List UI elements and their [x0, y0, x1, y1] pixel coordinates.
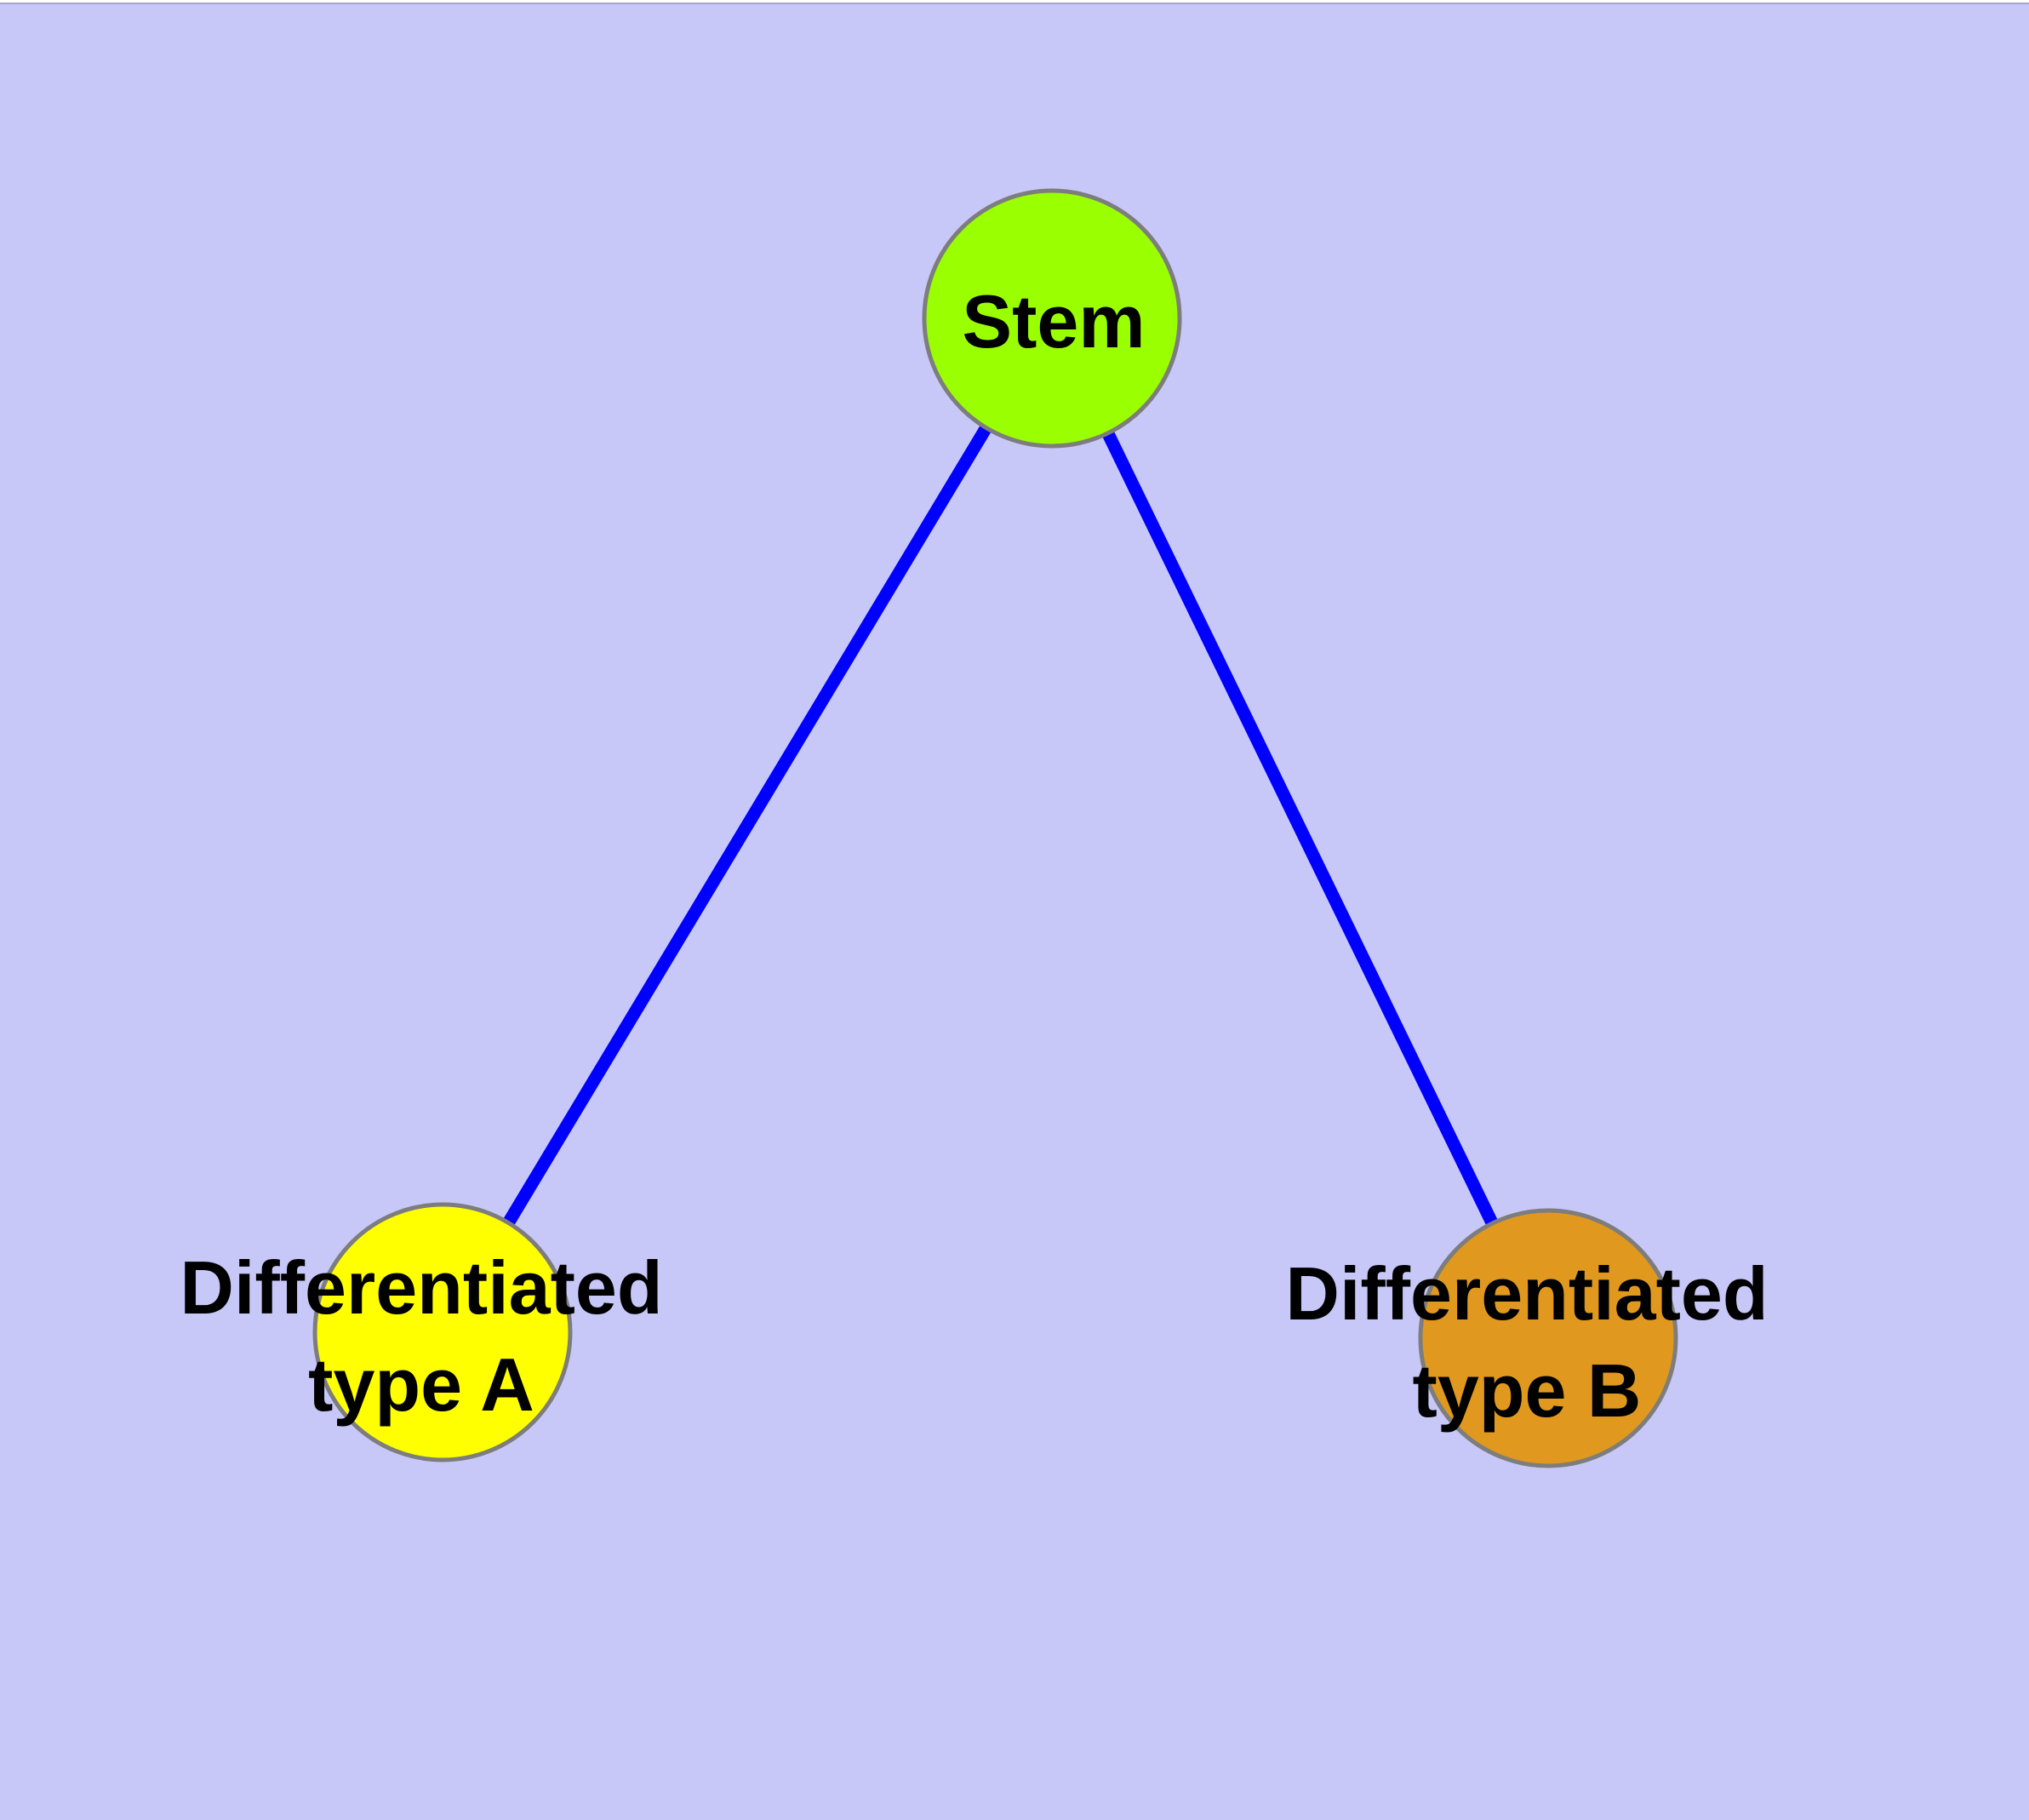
- top-edge-shadow: [0, 3, 2029, 4]
- top-edge-highlight: [0, 0, 2029, 3]
- stem-node[interactable]: [922, 188, 1182, 449]
- type-b-label-line1: Differentiated: [1285, 1251, 1768, 1336]
- differentiated-type-a-node[interactable]: [312, 1202, 573, 1462]
- type-a-label-line1: Differentiated: [180, 1245, 662, 1330]
- differentiated-type-b-node[interactable]: [1418, 1208, 1678, 1468]
- edge-stem-to-type-b: [1046, 315, 1554, 1342]
- type-b-label-line2: type B: [1413, 1348, 1642, 1433]
- edge-stem-to-type-a: [437, 315, 1058, 1336]
- stem-node-label: Stem: [962, 279, 1145, 363]
- type-a-label-line2: type A: [308, 1342, 534, 1427]
